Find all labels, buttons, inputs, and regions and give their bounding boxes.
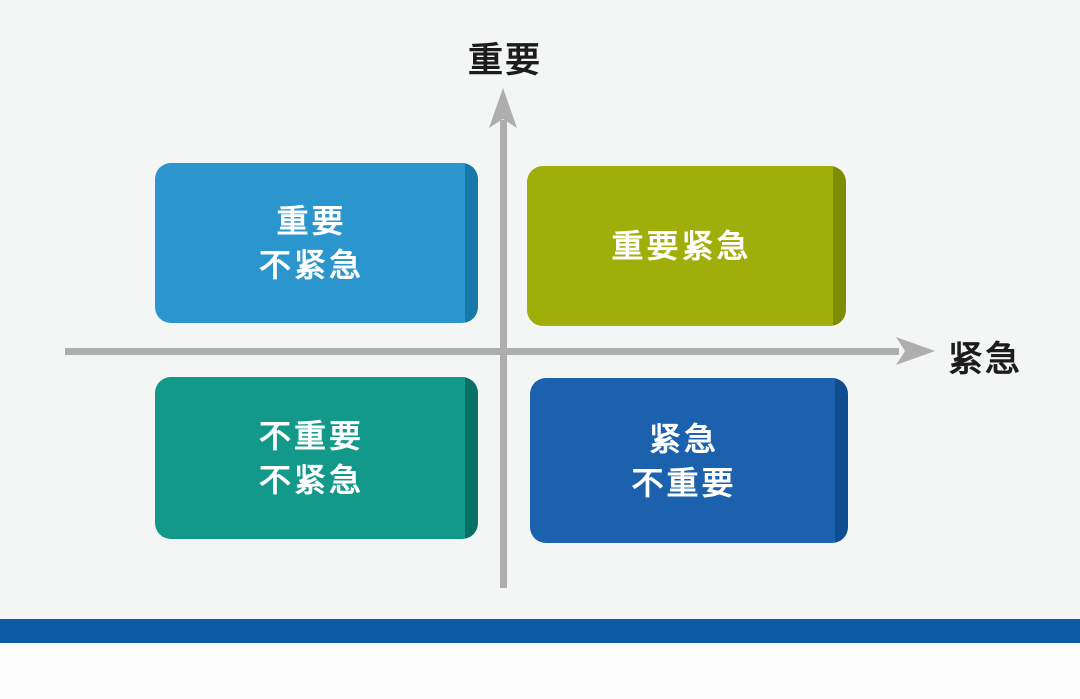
x-axis-arrow-right-icon xyxy=(896,337,935,365)
quadrant-urgent-not-important: 紧急 不重要 xyxy=(530,378,848,543)
quadrant-label-line: 不重要 xyxy=(631,464,737,501)
quadrant-label-line: 重要 xyxy=(276,203,347,239)
quadrant-important-not-urgent: 重要 不紧急 xyxy=(155,163,478,323)
quadrant-label-line: 不紧急 xyxy=(258,247,364,283)
quadrant-label-line: 不重要 xyxy=(258,418,364,454)
bottom-divider-bar xyxy=(0,619,1080,643)
quadrant-label-line: 不紧急 xyxy=(258,462,364,498)
y-axis-arrow-up-icon xyxy=(489,88,517,128)
quadrant-label-line: 重要紧急 xyxy=(611,228,752,264)
quadrant-label-line: 紧急 xyxy=(648,420,719,457)
quadrant-not-important-not-urgent: 不重要 不紧急 xyxy=(155,377,478,539)
caption-area: 图2时间管理四象限 xyxy=(0,643,1080,699)
x-axis-label: 紧急 xyxy=(948,340,1023,379)
quadrant-important-urgent: 重要紧急 xyxy=(527,166,846,326)
y-axis-label: 重要 xyxy=(467,41,542,80)
